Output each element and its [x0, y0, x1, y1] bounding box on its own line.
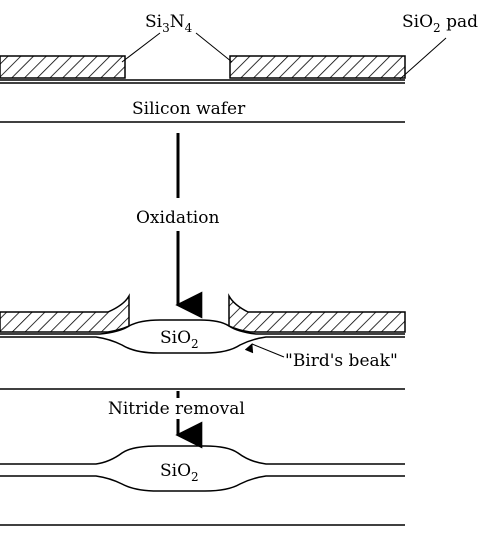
- field-oxide-bottom: [0, 336, 405, 354]
- nitride-label: Si3N4: [145, 12, 193, 35]
- wafer-label: Silicon wafer: [132, 99, 246, 119]
- pad-oxide-leader: [399, 37, 447, 80]
- nitride-layer-right: [229, 55, 406, 79]
- pad-oxide-label: SiO2 pad: [402, 12, 478, 35]
- nitride-lifted-right: [228, 293, 406, 333]
- birds-beak-label: "Bird's beak": [285, 351, 398, 371]
- nitride-layer-left: [0, 55, 126, 79]
- oxidation-label: Oxidation: [136, 208, 219, 228]
- oxide-label-bottom: SiO2: [160, 461, 199, 484]
- nitride-leader-right: [195, 32, 233, 63]
- final-oxide-top: [0, 445, 405, 465]
- birds-beak-leader: [244, 343, 285, 358]
- nitride-removal-label: Nitride removal: [108, 399, 245, 419]
- final-oxide-bottom: [0, 475, 405, 492]
- oxide-label-mid: SiO2: [160, 328, 199, 351]
- stage-3-final-oxide: SiO2: [0, 445, 405, 526]
- stage-2-oxidized-wafer: SiO2 "Bird's beak": [0, 293, 406, 390]
- oxidation-step: Oxidation: [136, 133, 219, 319]
- nitride-lifted-left: [0, 293, 130, 333]
- field-oxide-top: [0, 319, 405, 335]
- stage-1-masked-wafer: Si3N4 SiO2 pad Silicon wafer: [0, 12, 478, 123]
- nitride-leader-left: [121, 32, 161, 63]
- nitride-removal-step: Nitride removal: [108, 391, 245, 449]
